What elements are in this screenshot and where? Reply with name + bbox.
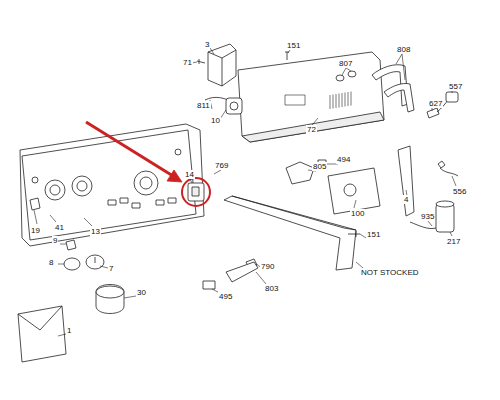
wire: [410, 222, 436, 229]
callout-number: 935: [420, 212, 435, 221]
callout-number: 557: [448, 82, 463, 91]
callout-number: 495: [218, 292, 233, 301]
console-panel: [20, 124, 204, 246]
back-panel-flange: [242, 112, 384, 142]
callout-number: 4: [403, 195, 409, 204]
board-part: [344, 184, 356, 196]
callout-number: 494: [336, 155, 351, 164]
console-shelf-edge: [232, 196, 356, 230]
callout-number: 1: [66, 326, 72, 335]
manual: [18, 306, 66, 362]
clip: [427, 108, 439, 118]
callout-number: 71: [182, 58, 193, 67]
callout-number: 19: [30, 226, 41, 235]
callout-number: 217: [446, 237, 461, 246]
callout-number: 13: [90, 227, 101, 236]
leader-lines: [34, 48, 456, 336]
switch-shaft: [192, 187, 199, 196]
knob: [64, 258, 80, 270]
knob-face: [96, 286, 124, 298]
callout-number: 9: [52, 236, 58, 245]
knob: [86, 255, 104, 269]
console-knob-holes: [32, 149, 181, 208]
valve: [286, 162, 314, 184]
knob: [30, 198, 40, 210]
screw: [285, 52, 289, 60]
vent-slots: [285, 92, 351, 110]
callout-number: 72: [306, 125, 317, 134]
callout-number: 627: [428, 99, 443, 108]
knob: [66, 240, 76, 250]
highlight-circle: [182, 178, 210, 206]
rotary-switch: [188, 183, 204, 201]
end-cap-edge: [208, 50, 236, 86]
capacitor-top: [436, 201, 454, 207]
note: NOT STOCKED: [360, 268, 420, 277]
screw: [348, 231, 360, 237]
knob-body: [96, 285, 124, 314]
back-panel: [238, 52, 384, 142]
control-board: [328, 168, 380, 214]
screw: [197, 59, 205, 64]
switch: [446, 92, 458, 102]
callout-number: 7: [108, 264, 114, 273]
bracket: [226, 262, 258, 282]
manual-fold: [18, 306, 62, 330]
callout-number: 556: [452, 187, 467, 196]
connector: [203, 281, 215, 289]
callout-number: 30: [136, 288, 147, 297]
knob-pointer: [95, 257, 96, 263]
callout-number: 811: [196, 101, 211, 110]
callout-number: 803: [264, 284, 279, 293]
hose: [384, 83, 414, 112]
pointer-arrowhead: [167, 170, 182, 182]
grommet: [348, 71, 356, 77]
callout-number: 151: [366, 230, 381, 239]
callout-number: 769: [214, 161, 229, 170]
end-cap: [208, 44, 236, 86]
callout-number: 807: [338, 59, 353, 68]
wire-harness: [438, 161, 458, 176]
grommet: [336, 75, 344, 81]
callout-number: 790: [260, 262, 275, 271]
support-bracket: [398, 146, 414, 216]
timer-knob-body: [226, 98, 242, 114]
callout-number: 808: [396, 45, 411, 54]
callout-number: 805: [312, 162, 327, 171]
console-shelf: [224, 196, 356, 270]
callout-number: 151: [286, 41, 301, 50]
callout-number: 41: [54, 223, 65, 232]
pointer-arrow: [86, 122, 173, 176]
callout-number: 100: [350, 209, 365, 218]
timer-shaft: [230, 102, 238, 110]
callout-number: 8: [48, 258, 54, 267]
callout-number: 14: [184, 170, 195, 179]
callout-number: 10: [210, 116, 221, 125]
callout-number: 3: [204, 40, 210, 49]
console-face: [22, 130, 196, 240]
capacitor: [436, 204, 454, 232]
